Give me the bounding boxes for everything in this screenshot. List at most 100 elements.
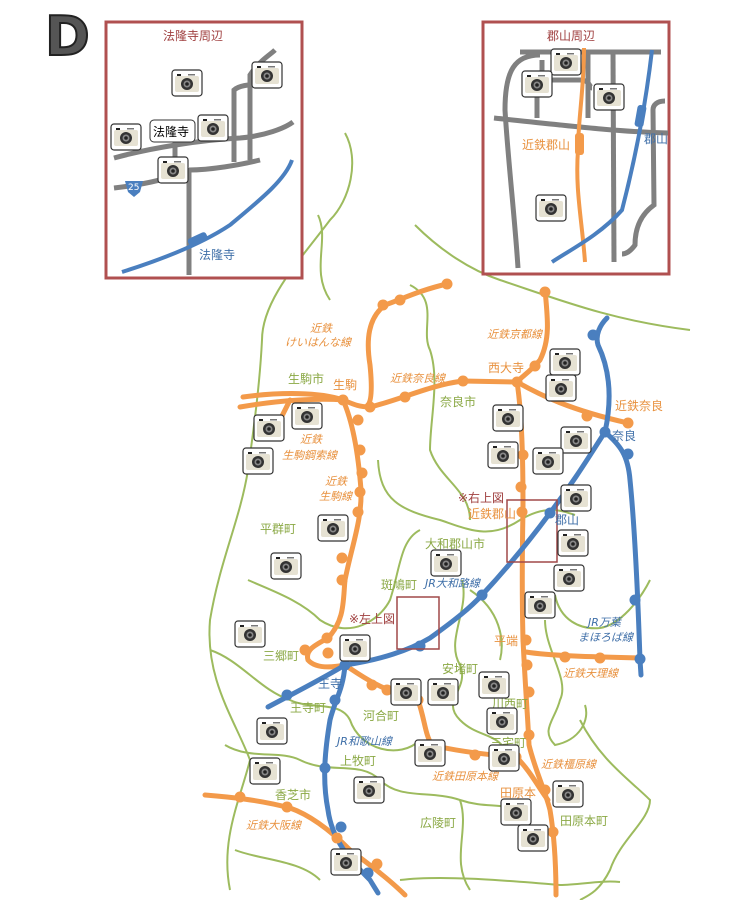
station-dot <box>362 867 374 879</box>
camera-icon[interactable] <box>157 156 189 184</box>
camera-icon[interactable] <box>552 780 584 808</box>
camera-icon[interactable] <box>249 757 281 785</box>
camera-icon[interactable] <box>291 402 323 430</box>
camera-icon[interactable] <box>593 83 625 111</box>
camera-icon[interactable] <box>557 529 589 557</box>
label-wakayama-line: JR和歌山線 <box>335 735 394 748</box>
camera-icon[interactable] <box>253 414 285 442</box>
camera-icon[interactable] <box>532 447 564 475</box>
label-kyoto-line: 近鉄京都線 <box>487 328 544 341</box>
keihanna-line <box>365 281 450 408</box>
station-dot <box>469 749 481 761</box>
station-dot <box>629 594 641 606</box>
right-inset-ref: ※右上図 <box>458 490 504 505</box>
station-dot <box>414 640 426 652</box>
station-dot <box>336 574 348 586</box>
station-oji: 王寺 <box>318 677 342 691</box>
camera-icon[interactable] <box>492 404 524 432</box>
camera-icon[interactable] <box>339 634 371 662</box>
municipal-boundaries <box>208 132 691 900</box>
camera-icon[interactable] <box>256 717 288 745</box>
station-dot <box>587 329 599 341</box>
inset-horyuji-title: 法隆寺周辺 <box>163 28 223 43</box>
station-dot <box>520 634 532 646</box>
station-dot <box>399 391 411 403</box>
station-dot <box>523 686 535 698</box>
label-keihanna-2: けいはんな線 <box>285 336 353 349</box>
station-koriyama: 郡山 <box>555 513 579 527</box>
label-nara-line: 近鉄奈良線 <box>390 372 447 385</box>
station-dot <box>331 832 343 844</box>
station-dot <box>594 652 606 664</box>
camera-icon[interactable] <box>487 441 519 469</box>
ikoma-cable-line <box>279 397 293 419</box>
station-nara: 奈良 <box>612 428 636 443</box>
route-25-badge: 25 <box>125 181 143 197</box>
horyuji-temple-label: 法隆寺 <box>153 124 189 139</box>
station-dot <box>281 801 293 813</box>
camera-icon[interactable] <box>414 739 446 767</box>
camera-icon[interactable] <box>270 552 302 580</box>
station-dot <box>581 410 593 422</box>
station-tawaramoto: 田原本 <box>500 786 536 800</box>
camera-icon[interactable] <box>524 591 556 619</box>
camera-icon[interactable] <box>251 61 283 89</box>
station-dot <box>539 784 551 796</box>
camera-icon[interactable] <box>550 48 582 76</box>
station-dot <box>371 858 383 870</box>
label-ikoma-cable-1: 近鉄 <box>300 433 323 446</box>
station-dot <box>381 684 393 696</box>
muni-sango: 三郷町 <box>263 649 299 663</box>
camera-icon[interactable] <box>197 114 229 142</box>
label-yamatoji-line: JR大和路線 <box>423 577 482 590</box>
station-dot <box>299 644 311 656</box>
station-saidaiji: 西大寺 <box>488 361 524 375</box>
station-dot <box>457 375 469 387</box>
camera-icon[interactable] <box>521 70 553 98</box>
camera-icon[interactable] <box>330 848 362 876</box>
label-manyo-2: まほろば線 <box>578 631 635 644</box>
camera-icon[interactable] <box>553 564 585 592</box>
camera-icon[interactable] <box>390 678 422 706</box>
station-dot <box>339 659 351 671</box>
camera-icon[interactable] <box>488 744 520 772</box>
camera-icon[interactable] <box>560 484 592 512</box>
camera-icon[interactable] <box>353 776 385 804</box>
camera-icon[interactable] <box>171 69 203 97</box>
camera-icon[interactable] <box>317 514 349 542</box>
station-dot <box>354 444 366 456</box>
camera-icon[interactable] <box>486 707 518 735</box>
label-tenri-line: 近鉄天理線 <box>563 667 620 680</box>
camera-icon[interactable] <box>549 348 581 376</box>
station-kintetsu-koriyama: 近鉄郡山 <box>468 506 516 521</box>
label-osaka-line: 近鉄大阪線 <box>246 819 303 832</box>
camera-icon[interactable] <box>430 549 462 577</box>
left-inset-ref-box <box>396 596 440 650</box>
camera-icon[interactable] <box>427 678 459 706</box>
station-dot <box>544 507 556 519</box>
camera-icon[interactable] <box>517 824 549 852</box>
right-inset-ref-box <box>506 499 558 563</box>
camera-icon[interactable] <box>500 798 532 826</box>
muni-kanmaki: 上牧町 <box>340 754 376 768</box>
label-kashihara-line: 近鉄橿原線 <box>541 758 598 771</box>
muni-oji-town: 王寺町 <box>290 701 326 715</box>
camera-icon[interactable] <box>478 671 510 699</box>
svg-text:25: 25 <box>128 183 139 193</box>
camera-icon[interactable] <box>242 447 274 475</box>
station-dot <box>354 486 366 498</box>
label-ikoma-line-2: 生駒線 <box>319 490 354 503</box>
camera-icon[interactable] <box>560 426 592 454</box>
nara-line-2 <box>237 396 346 410</box>
muni-ando: 安堵町 <box>442 661 478 676</box>
camera-icon[interactable] <box>545 374 577 402</box>
station-dot <box>441 278 453 290</box>
station-dot <box>335 821 347 833</box>
station-dot <box>366 679 378 691</box>
station-dot <box>529 360 541 372</box>
camera-icon[interactable] <box>535 194 567 222</box>
muni-koryo: 広陵町 <box>420 816 456 830</box>
camera-icon[interactable] <box>234 620 266 648</box>
station-dot <box>394 294 406 306</box>
camera-icon[interactable] <box>110 123 142 151</box>
